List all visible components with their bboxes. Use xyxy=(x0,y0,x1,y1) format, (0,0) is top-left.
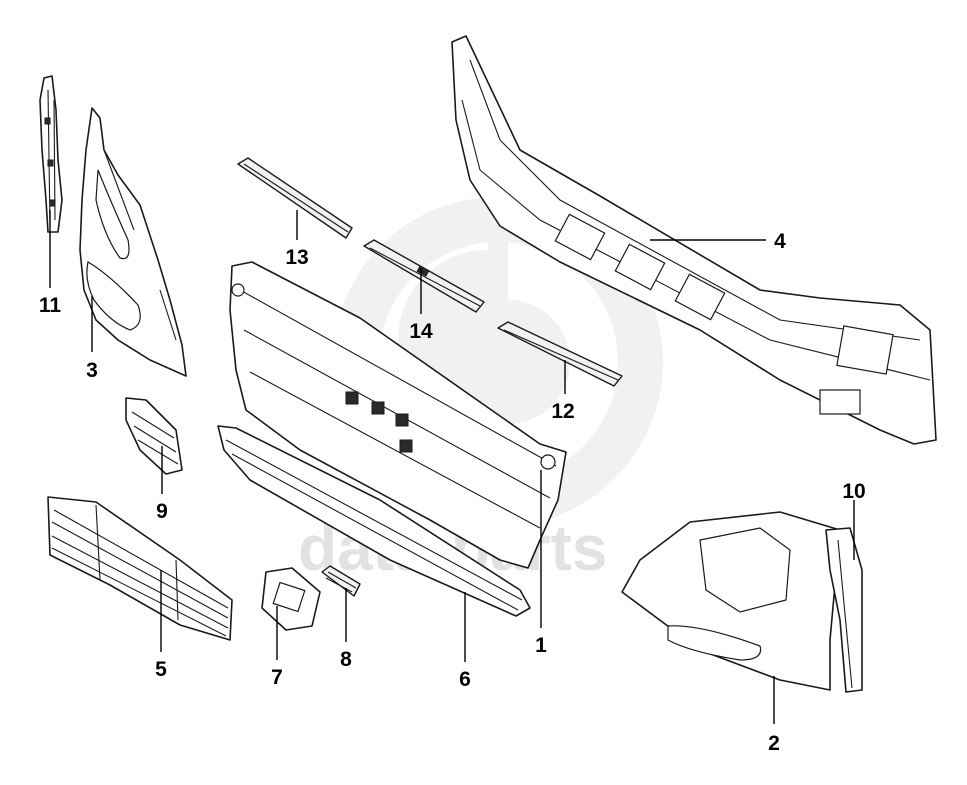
part-11-bracket xyxy=(39,75,63,233)
part-10-side-strip xyxy=(825,527,863,693)
leader-lines xyxy=(49,210,855,724)
callout-9: 9 xyxy=(156,500,168,523)
part-1-front-panel xyxy=(229,261,567,569)
callout-3: 3 xyxy=(86,359,98,382)
callout-6: 6 xyxy=(459,668,471,691)
part-5-lower-grille xyxy=(47,496,233,641)
callout-8: 8 xyxy=(340,648,352,671)
callout-13: 13 xyxy=(285,246,308,269)
callout-10: 10 xyxy=(842,480,865,503)
callout-labels: 1 2 3 4 5 6 7 8 9 10 11 12 13 14 xyxy=(39,230,866,755)
part-13-strip xyxy=(237,157,353,239)
callout-4: 4 xyxy=(774,230,786,253)
callout-12: 12 xyxy=(551,400,574,423)
part-12-strip xyxy=(497,321,623,387)
callout-1: 1 xyxy=(535,634,547,657)
part-14-strip xyxy=(363,239,485,313)
part-3-corner-panel xyxy=(79,107,187,377)
part-2-corner-panel xyxy=(621,511,841,691)
part-6-bumper-strip xyxy=(217,425,531,617)
part-9-grille-insert xyxy=(125,397,183,475)
callout-7: 7 xyxy=(271,666,283,689)
callout-14: 14 xyxy=(409,320,433,343)
part-4-main-frame xyxy=(451,35,937,445)
part-8-clip xyxy=(321,565,361,597)
callout-5: 5 xyxy=(155,658,167,681)
callout-11: 11 xyxy=(39,294,62,317)
callout-2: 2 xyxy=(768,732,780,755)
